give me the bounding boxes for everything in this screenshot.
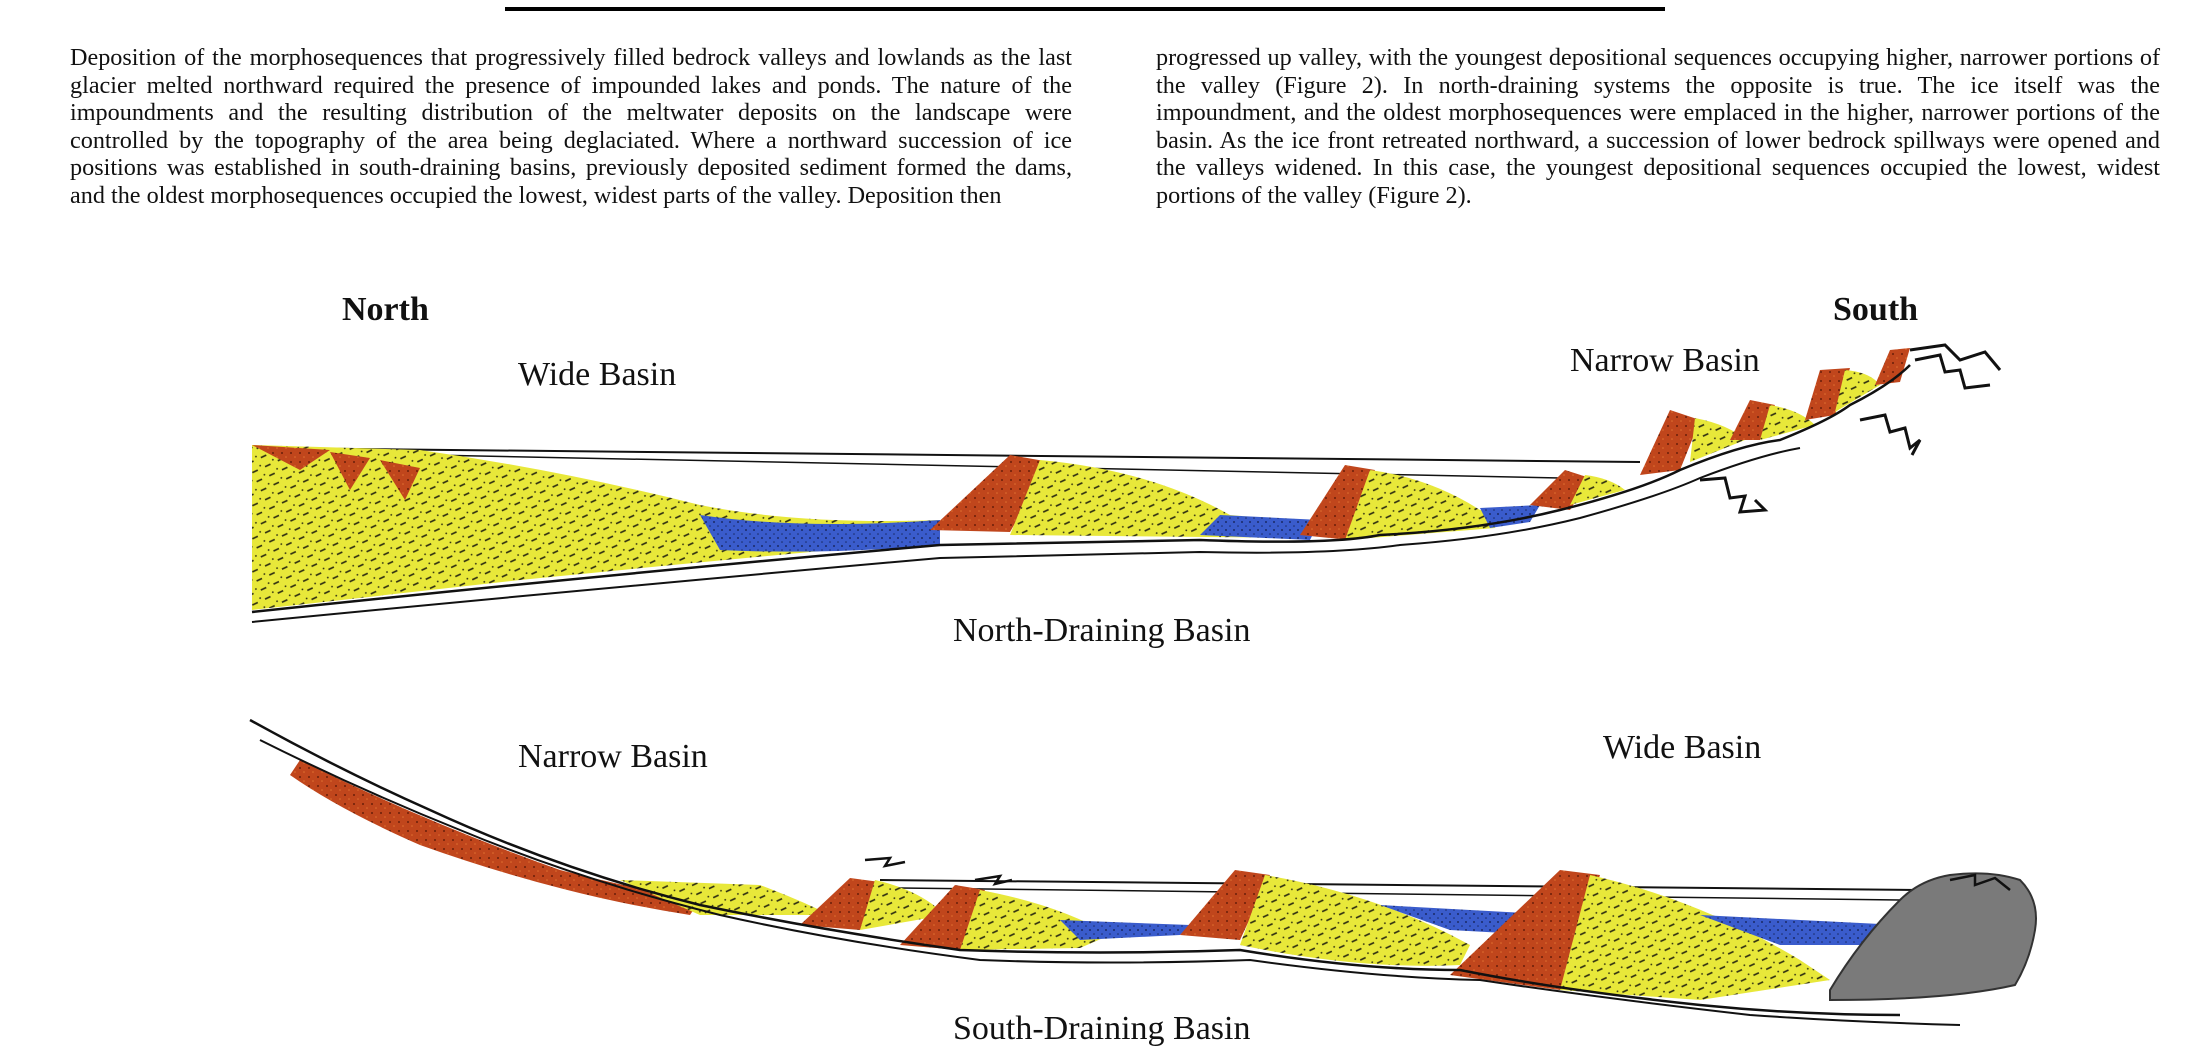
north-label: North — [342, 291, 429, 329]
north-draining-profile — [252, 345, 2000, 622]
top-narrow-basin-label: Narrow Basin — [1570, 342, 1760, 380]
sand-unit — [960, 890, 1110, 950]
water-line — [900, 888, 1900, 900]
sand-unit — [1345, 470, 1500, 540]
water-line — [880, 880, 1920, 890]
meltwater-arrow-icon — [975, 876, 1012, 884]
meltwater-arrow-icon — [865, 858, 905, 866]
bottom-wide-basin-label: Wide Basin — [1603, 729, 1761, 767]
south-label: South — [1833, 291, 1918, 329]
south-draining-caption: South-Draining Basin — [953, 1010, 1250, 1048]
ice-retreat-arrow-icon — [1860, 415, 1920, 455]
top-wide-basin-label: Wide Basin — [518, 356, 676, 394]
bottom-narrow-basin-label: Narrow Basin — [518, 738, 708, 776]
north-draining-caption: North-Draining Basin — [953, 612, 1250, 650]
ice-retreat-arrow-icon — [1700, 478, 1765, 512]
lake-clay-unit — [1060, 920, 1190, 940]
ice-retreat-arrow-icon — [1915, 355, 1990, 388]
